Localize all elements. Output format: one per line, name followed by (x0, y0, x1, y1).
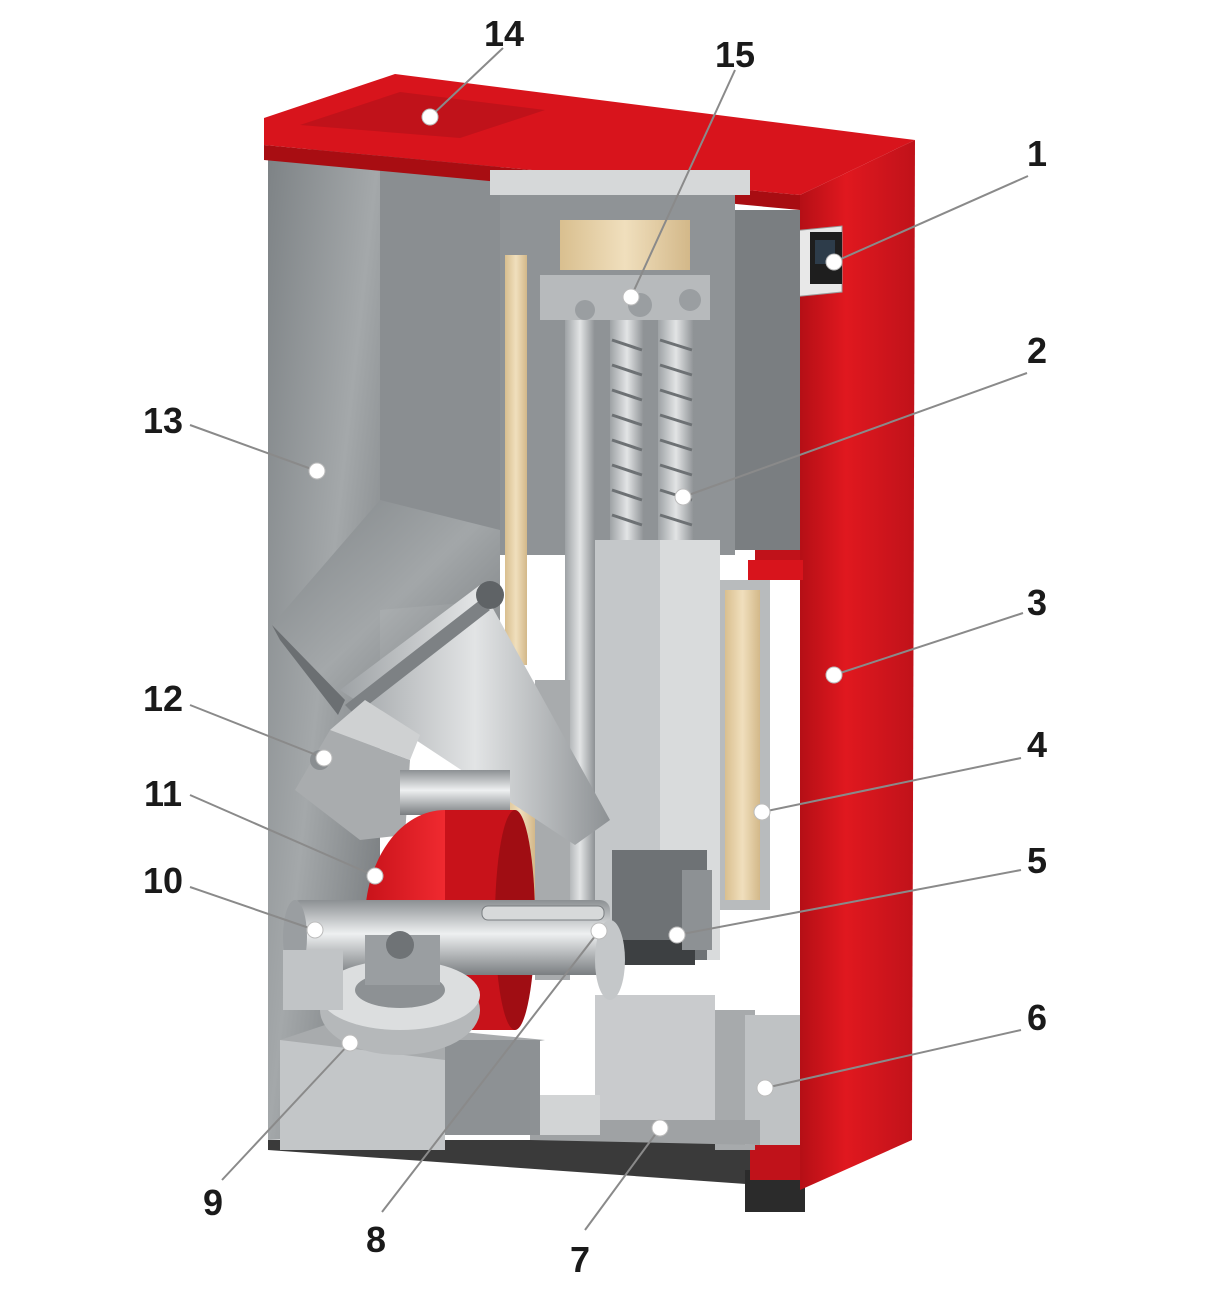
callout-4: 4 (1027, 724, 1047, 765)
leader-8 (381, 930, 600, 1213)
combustion-fan (280, 931, 545, 1150)
leader-9 (221, 1042, 351, 1181)
connecting-pipe (400, 770, 510, 815)
leader-5 (676, 869, 1022, 936)
callout-3: 3 (1027, 582, 1047, 623)
leader-2 (682, 372, 1028, 498)
leader-4 (761, 757, 1022, 813)
ignition-rod (481, 905, 605, 921)
control-panel (781, 225, 843, 299)
callout-12: 12 (143, 678, 183, 719)
leader-6 (764, 1029, 1022, 1089)
anchor-dots (306, 108, 843, 1137)
callout-6: 6 (1027, 997, 1047, 1038)
burner-grate (612, 850, 712, 965)
leader-12 (189, 704, 325, 759)
callout-5: 5 (1027, 840, 1047, 881)
callout-10: 10 (143, 860, 183, 901)
callout-labels: 1 2 3 4 5 6 7 8 9 10 11 12 13 14 15 (143, 13, 1047, 1280)
leader-10 (189, 886, 316, 931)
ash-compartments (530, 995, 800, 1150)
leader-7 (584, 1127, 661, 1231)
callout-15: 15 (715, 34, 755, 75)
leader-1 (833, 175, 1029, 263)
leader-11 (189, 794, 376, 877)
callout-14: 14 (484, 13, 524, 54)
callout-1: 1 (1027, 133, 1047, 174)
callout-2: 2 (1027, 330, 1047, 371)
callout-13: 13 (143, 400, 183, 441)
leader-14 (429, 47, 504, 118)
callout-11: 11 (144, 773, 182, 814)
leader-3 (833, 612, 1024, 676)
callout-7: 7 (570, 1239, 590, 1280)
callout-9: 9 (203, 1182, 223, 1223)
leader-lines (189, 47, 1029, 1231)
callout-8: 8 (366, 1219, 386, 1260)
leader-15 (630, 69, 736, 298)
feed-screw-auger (340, 581, 610, 845)
leader-13 (189, 424, 318, 472)
